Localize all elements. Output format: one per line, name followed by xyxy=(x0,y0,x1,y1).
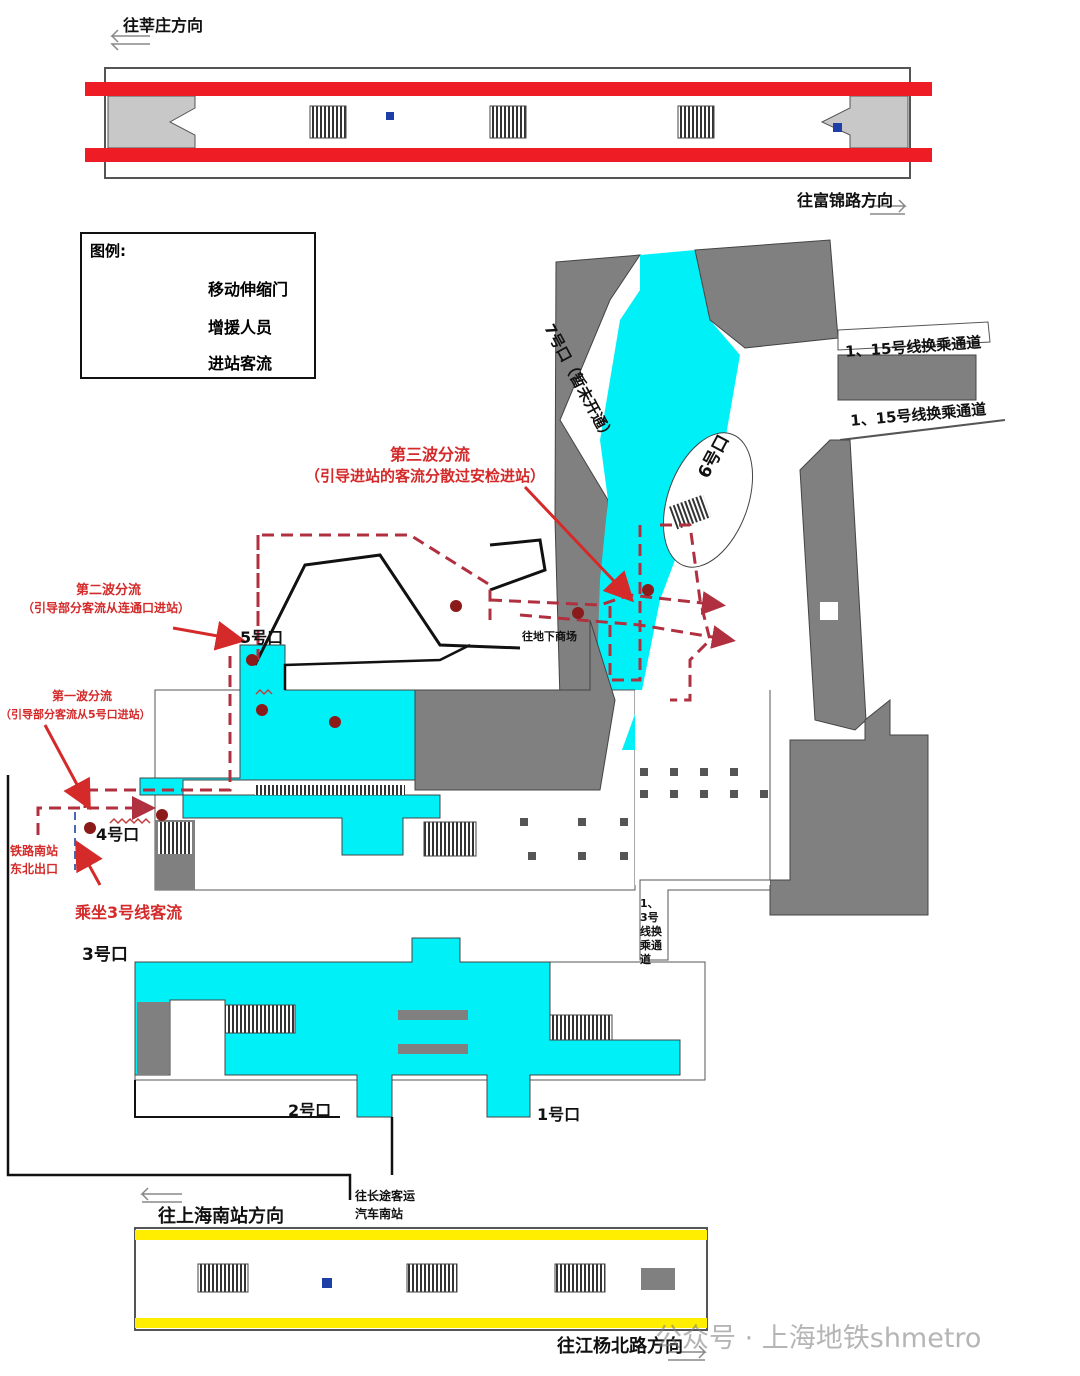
direction-line3-north: 往江杨北路方向 xyxy=(557,1336,683,1357)
legend: 图例: 移动伸缩门 增援人员 进站客流 xyxy=(80,232,316,379)
direction-line3-south: 往上海南站方向 xyxy=(158,1206,284,1227)
legend-flow-label: 进站客流 xyxy=(208,354,273,373)
legend-title: 图例: xyxy=(90,242,126,260)
wave2-title: 第二波分流 xyxy=(76,583,142,598)
annotation-arrows xyxy=(43,485,635,886)
underground-mall-label: 往地下商场 xyxy=(522,630,577,643)
railway-exit-line1: 铁路南站 xyxy=(10,844,59,858)
exit-2-label: 2号口 xyxy=(288,1101,332,1120)
legend-gate-label: 移动伸缩门 xyxy=(208,280,289,299)
bus-station-line1: 往长途客运 xyxy=(355,1189,416,1203)
exit-3-label: 3号口 xyxy=(82,945,128,965)
line3-platform xyxy=(134,1227,708,1331)
watermark: 公众号 · 上海地铁shmetro xyxy=(655,1323,982,1354)
south-concourse xyxy=(6,775,706,1200)
wave3-title: 第三波分流 xyxy=(390,445,471,464)
exit-4-label: 4号口 xyxy=(96,825,140,844)
transfer-1-3: 1、3号线换乘通道 xyxy=(640,897,662,966)
wave1-desc: （引导部分客流从5号口进站） xyxy=(0,708,151,721)
exit-1-label: 1号口 xyxy=(537,1105,581,1124)
railway-exit-line2: 东北出口 xyxy=(10,862,59,876)
bus-station-line2: 汽车南站 xyxy=(355,1207,404,1221)
main-concourse xyxy=(139,538,771,961)
line3-flow-label: 乘坐3号线客流 xyxy=(75,903,183,922)
staff-icons xyxy=(84,317,654,834)
line1-platform xyxy=(85,67,932,179)
legend-staff-label: 增援人员 xyxy=(208,318,273,337)
exit-5-label: 5号口 xyxy=(240,628,284,647)
wave1-title: 第一波分流 xyxy=(52,689,113,703)
direction-line1-east: 往富锦路方向 xyxy=(797,191,894,210)
direction-line1-west: 往莘庄方向 xyxy=(123,16,204,35)
wave3-desc: （引导进站的客流分散过安检进站） xyxy=(305,467,546,485)
wave2-desc: （引导部分客流从连通口进站） xyxy=(22,601,191,615)
